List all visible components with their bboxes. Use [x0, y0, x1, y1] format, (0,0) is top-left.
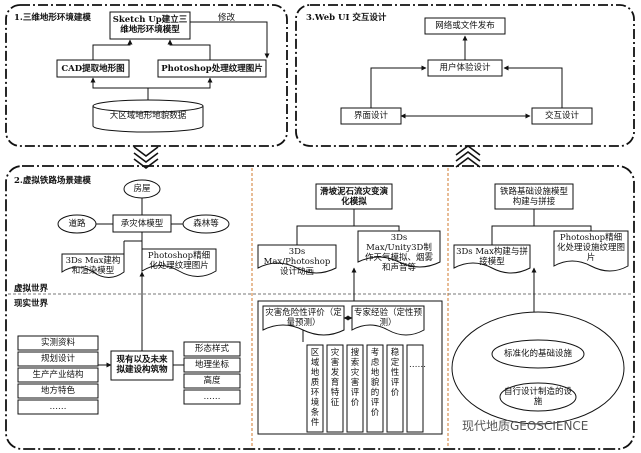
photoshop-label: Photoshop处理纹理图片	[161, 64, 263, 74]
interface-label: 界面设计	[353, 111, 388, 121]
anim-label: 3Ds Max/Photoshop设计动画	[263, 247, 331, 277]
real-world-label: 现实世界	[14, 299, 49, 309]
eval-column-label: 考虑地貌的评价	[370, 348, 380, 418]
expert-label: 专家经验（定性预测）	[354, 308, 423, 328]
section1-title: 1.三维地形环境建模	[14, 13, 91, 23]
rail-ps-label: Photoshop精细化处理设施纹理图片	[556, 233, 625, 263]
rail-ps-note	[553, 230, 629, 272]
eval-column-label: 区域地质环境条件	[310, 348, 320, 428]
eval-column-label: 稳定性评价	[390, 348, 400, 398]
unity-note	[357, 230, 441, 268]
carrier-label: 承灾体模型	[120, 219, 164, 229]
center-label: 现有以及未来拟建设构筑物	[116, 355, 168, 375]
attr-list	[183, 341, 241, 405]
eval-column-label: ……	[409, 360, 426, 370]
watermark: 现代地质GEOSCIENCE	[462, 419, 589, 433]
connector	[296, 225, 400, 245]
risk-label: 灾害危险性评价（定量预测）	[265, 308, 342, 328]
arrow	[503, 65, 563, 108]
eval-column-label: 搜索灾害评价	[350, 348, 360, 408]
ux-label: 用户体验设计	[439, 63, 491, 73]
section3-title: 3.Web UI 交互设计	[306, 13, 387, 23]
self-node	[499, 382, 577, 412]
attr-item: 形态样式	[194, 344, 229, 354]
database-label: 大区域地形地貌数据	[109, 111, 187, 121]
std-node	[491, 339, 585, 369]
input-item: 地方特色	[40, 386, 75, 396]
arrow	[370, 65, 427, 108]
road-label: 道路	[68, 219, 86, 229]
input-item: 规划设计	[40, 354, 75, 364]
attr-item: ……	[203, 392, 221, 402]
publish-label: 网络或文件发布	[435, 21, 495, 31]
sketchup-box	[109, 11, 191, 40]
self-label: 自行设计制造的设施	[504, 387, 573, 407]
section2-title: 2.虚拟铁路场景建模	[14, 176, 91, 186]
anim-note	[257, 244, 337, 274]
input-item: 生产产业结构	[32, 370, 84, 380]
ps-refine-label: Photoshop精细化处理纹理图片	[147, 251, 211, 271]
max-build-note	[61, 253, 125, 278]
attr-item: 地理坐标	[194, 360, 229, 370]
center-box	[110, 350, 174, 381]
real-middle-frame	[257, 300, 443, 435]
input-item: 实测资料	[40, 338, 75, 348]
publish-box	[424, 17, 506, 35]
database-cylinder	[92, 99, 204, 133]
arrow	[190, 21, 270, 59]
connector	[491, 225, 592, 245]
input-item: ……	[49, 402, 67, 412]
sketchup-label: Sketch Up建立三维地形环境模型	[112, 15, 188, 35]
rail-max-note	[453, 244, 531, 274]
rail-build-label: 铁路基础设施模型构建与拼接	[499, 187, 568, 207]
std-label: 标准化的基础设施	[503, 349, 572, 359]
input-list	[17, 335, 99, 415]
virtual-world-label: 虚拟世界	[14, 284, 49, 294]
modify-label: 修改	[218, 13, 236, 23]
section1-frame	[5, 4, 288, 147]
rail-max-label: 3Ds Max构建与拼接模型	[456, 247, 528, 267]
section3-frame	[295, 4, 635, 147]
evaluation-columns	[306, 344, 424, 433]
forest-label: 森林等	[193, 219, 219, 229]
rail-build-box	[494, 183, 574, 210]
arrow	[167, 39, 211, 60]
house-label: 房屋	[133, 184, 151, 194]
max-build-label: 3Ds Max建构和渲染模型	[65, 256, 121, 276]
disaster-sim-label: 滑坡泥石流灾变演化模拟	[319, 187, 388, 207]
chevron-down-icon	[133, 146, 159, 169]
arrow	[90, 77, 149, 100]
eval-column-label: 灾害发育特征	[330, 348, 340, 408]
arrow	[92, 39, 133, 60]
photoshop-box	[157, 59, 267, 78]
expert-note	[351, 305, 425, 336]
cad-label: CAD提取地形图	[61, 64, 125, 74]
chevron-up-icon	[455, 145, 481, 168]
ps-refine-note	[141, 248, 217, 277]
section2-frame	[5, 165, 635, 450]
unity-label: 3Ds Max/Unity3D制作天气模拟、烟雾和声音等	[364, 233, 433, 273]
attr-item: 高度	[203, 376, 221, 386]
arrow	[148, 77, 213, 89]
interaction-label: 交互设计	[544, 111, 579, 121]
